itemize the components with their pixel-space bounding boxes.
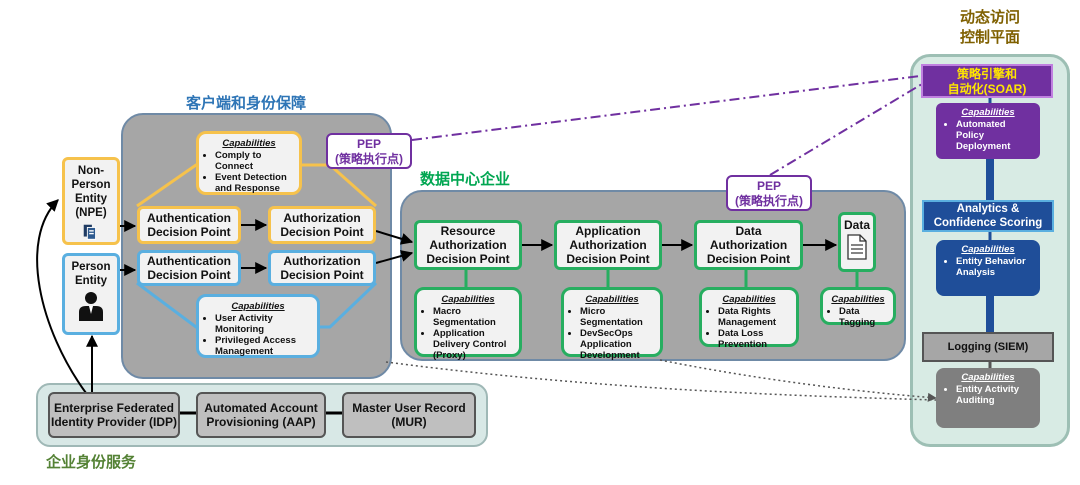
cap-heading: Capabilities [585, 294, 639, 305]
cap-item: Entity Activity Auditing [956, 384, 1034, 406]
npe-label: Non-Person Entity (NPE) [71, 165, 111, 219]
soar-title-line2: 自动化(SOAR) [947, 82, 1027, 96]
application-capabilities: Capabilities Micro Segmentation DevSecOp… [561, 287, 663, 361]
soar-capabilities-2: Capabilities Entity Behavior Analysis [936, 240, 1040, 296]
soar-title-box[interactable]: 策略引擎和 自动化(SOAR) [921, 64, 1053, 98]
cap-item: DevSecOps Application Development [580, 328, 654, 361]
cap-item: Comply to Connect [215, 150, 293, 172]
pep1-soar-link [411, 75, 921, 141]
idp-npe-arrow [36, 199, 87, 394]
authentication-decision-point-bottom[interactable]: Authentication Decision Point [137, 250, 241, 286]
logging-siem-box[interactable]: Logging (SIEM) [922, 332, 1054, 362]
person-label: Person Entity [71, 261, 111, 287]
resource-authorization-decision-point[interactable]: Resource Authorization Decision Point [414, 220, 522, 270]
cap-heading: Capabilities [441, 294, 495, 305]
cap-item: Data Rights Management [718, 306, 790, 328]
dynamic-title-line2: 控制平面 [959, 29, 1020, 46]
cap-heading: Capabilities [831, 294, 885, 305]
data-capabilities: Capabilities Data Tagging [820, 287, 896, 328]
cap-item: Entity Behavior Analysis [956, 256, 1034, 278]
cap-item: Data Tagging [839, 306, 887, 328]
authz-resource-top-arrow [375, 230, 414, 245]
soar-capabilities-3: Capabilities Entity Activity Auditing [936, 368, 1040, 428]
pep-subtitle: (策略执行点) [335, 152, 403, 166]
pep-label: PEP [356, 137, 381, 151]
cap-item: Automated Policy Deployment [956, 119, 1034, 152]
pep-client-badge[interactable]: PEP (策略执行点) [326, 133, 412, 169]
logging-link-1 [385, 361, 937, 401]
idp-box[interactable]: Enterprise Federated Identity Provider (… [48, 392, 180, 438]
cap-item: Application Delivery Control (Proxy) [433, 328, 513, 361]
logging-link-2 [659, 359, 937, 402]
client-capabilities-bottom: Capabilities User Activity Monitoring Pr… [196, 294, 320, 358]
pep-label: PEP [756, 179, 781, 193]
cap-item: Event Detection and Response [215, 172, 293, 194]
cap-item: Privileged Access Management [215, 335, 311, 357]
cap-heading: Capabilities [722, 294, 776, 305]
client-identity-title: 客户端和身份保障 [186, 95, 307, 112]
data-box[interactable]: Data [838, 212, 876, 272]
pep-subtitle: (策略执行点) [735, 194, 803, 208]
cap-item: Data Loss Prevention [718, 328, 790, 350]
npe-entity-box[interactable]: Non-Person Entity (NPE) [62, 157, 120, 245]
authentication-decision-point-top[interactable]: Authentication Decision Point [137, 206, 241, 244]
cap-heading: Capabilities [222, 138, 276, 149]
cap-heading: Capabilities [961, 244, 1015, 255]
analytics-confidence-scoring-box[interactable]: Analytics & Confidence Scoring [922, 200, 1054, 232]
server-icon [83, 224, 96, 240]
client-capabilities-top: Capabilities Comply to Connect Event Det… [196, 131, 302, 195]
enterprise-identity-title: 企业身份服务 [46, 454, 137, 471]
authz-resource-bottom-arrow [375, 250, 414, 264]
dynamic-title-line1: 动态访问 [959, 9, 1020, 26]
aap-box[interactable]: Automated Account Provisioning (AAP) [196, 392, 326, 438]
authorization-decision-point-top[interactable]: Authorization Decision Point [268, 206, 376, 244]
cap-item: Macro Segmentation [433, 306, 513, 328]
person-icon [79, 292, 103, 321]
dynamic-access-control-title: 动态访问 控制平面 [930, 8, 1050, 48]
resource-capabilities: Capabilities Macro Segmentation Applicat… [414, 287, 522, 361]
soar-capabilities-1: Capabilities Automated Policy Deployment [936, 103, 1040, 159]
authorization-decision-point-bottom[interactable]: Authorization Decision Point [268, 250, 376, 286]
datacenter-title: 数据中心企业 [420, 171, 511, 188]
data-authorization-capabilities: Capabilities Data Rights Management Data… [699, 287, 799, 350]
mur-box[interactable]: Master User Record (MUR) [342, 392, 476, 438]
pep2-soar-link [769, 83, 923, 176]
cap-heading: Capabilities [961, 107, 1015, 118]
cap-heading: Capabilities [231, 301, 285, 312]
data-authorization-decision-point[interactable]: Data Authorization Decision Point [694, 220, 803, 270]
data-label: Data [843, 218, 870, 232]
document-icon [847, 234, 867, 260]
application-authorization-decision-point[interactable]: Application Authorization Decision Point [554, 220, 662, 270]
cap-item: Micro Segmentation [580, 306, 654, 328]
pep-datacenter-badge[interactable]: PEP (策略执行点) [726, 175, 812, 211]
cap-item: User Activity Monitoring [215, 313, 311, 335]
cap-heading: Capabilities [961, 372, 1015, 383]
person-entity-box[interactable]: Person Entity [62, 253, 120, 335]
soar-title-line1: 策略引擎和 [956, 67, 1017, 81]
